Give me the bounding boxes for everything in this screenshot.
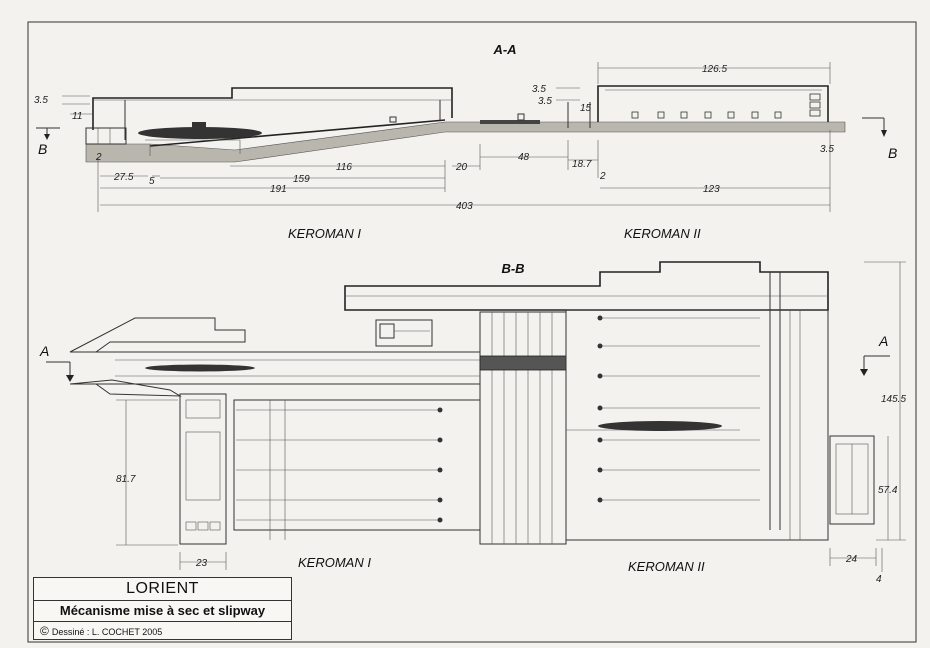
section-view-b-b: B-B (39, 261, 906, 585)
dim-81-7: 81.7 (116, 474, 136, 485)
dim-116: 116 (336, 162, 352, 173)
label-keroman-2-top: KEROMAN II (624, 226, 701, 241)
dim-191: 191 (270, 184, 287, 195)
keroman-2-building (597, 85, 829, 122)
submarine-icon (138, 127, 262, 139)
title-block-title: LORIENT (34, 578, 291, 601)
credit-text: Dessiné : L. COCHET 2005 (51, 627, 163, 637)
dim-4: 4 (876, 574, 882, 585)
dim-159: 159 (293, 174, 310, 185)
dim-24: 24 (845, 554, 858, 565)
dim-145-5: 145.5 (881, 394, 906, 405)
label-keroman-1-top: KEROMAN I (288, 226, 361, 241)
title-block-subtitle: Mécanisme mise à sec et slipway (34, 600, 291, 622)
dim-27-5: 27.5 (113, 172, 134, 183)
dim-48: 48 (518, 152, 530, 163)
submarine-icon-bay (598, 421, 722, 431)
dim-2-left: 2 (95, 152, 102, 163)
label-keroman-1-bottom: KEROMAN I (298, 555, 371, 570)
submarine-icon-channel (145, 364, 255, 372)
roof-outline (344, 261, 829, 311)
dim-11: 11 (72, 111, 82, 122)
view-title-a-a: A-A (492, 42, 516, 57)
ground-section (85, 121, 846, 163)
transfer-carriage (375, 319, 433, 347)
drawing-frame (27, 21, 917, 643)
dim-2-mid: 2 (599, 171, 606, 182)
title-block-credit: ©Dessiné : L. COCHET 2005 (40, 623, 162, 639)
section-marker-b-left: B (38, 141, 47, 157)
dim-20: 20 (455, 162, 468, 173)
dim-3-5-left: 3.5 (34, 95, 48, 106)
copyright-icon: © (40, 624, 49, 638)
dim-57-4: 57.4 (878, 485, 898, 496)
section-marker-a-left: A (39, 343, 49, 359)
dim-403: 403 (456, 201, 473, 212)
dim-3-5-b: 3.5 (538, 96, 552, 107)
keroman-1-roof (92, 87, 453, 130)
section-marker-a-right: A (878, 333, 888, 349)
dim-3-5-a: 3.5 (532, 84, 546, 95)
section-view-a-a: A-A (34, 42, 897, 241)
right-tower (829, 435, 875, 525)
dim-126-5: 126.5 (702, 64, 727, 75)
dim-15: 15 (580, 103, 592, 114)
title-block: LORIENT Mécanisme mise à sec et slipway … (33, 577, 292, 640)
keroman-2-bays (565, 309, 829, 541)
keroman-1-bays (233, 399, 481, 531)
view-title-b-b: B-B (501, 261, 524, 276)
dim-5: 5 (149, 176, 155, 187)
label-keroman-2-bottom: KEROMAN II (628, 559, 705, 574)
dim-3-5-right: 3.5 (820, 144, 834, 155)
dim-123: 123 (703, 184, 720, 195)
channel-entrance (69, 317, 246, 353)
central-transfer-rails (479, 311, 567, 545)
dim-18-7: 18.7 (572, 159, 592, 170)
dim-23: 23 (195, 558, 208, 569)
turntable-crosshatch (479, 355, 567, 371)
left-tower (179, 393, 227, 545)
section-marker-b-right: B (888, 145, 897, 161)
